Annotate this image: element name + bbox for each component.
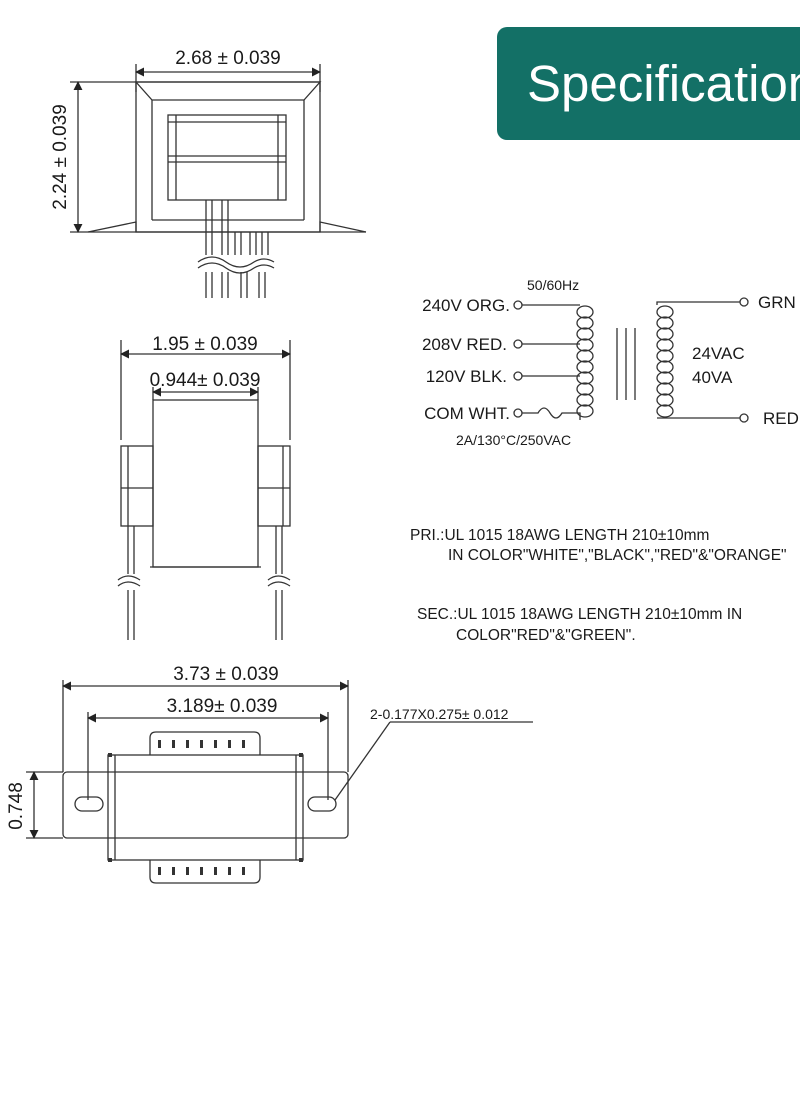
fuse-rating-label: 2A/130°C/250VAC <box>456 432 571 448</box>
banner-title: Specification <box>527 55 800 112</box>
slot-dimension: 2-0.177X0.275± 0.012 <box>370 706 509 722</box>
specification-banner: Specification <box>497 27 800 140</box>
top-height-dimension: 0.748 <box>6 782 27 830</box>
frequency-label: 50/60Hz <box>527 277 579 293</box>
front-view <box>70 64 367 298</box>
top-view <box>26 680 533 884</box>
secondary-note-line2: COLOR"RED"&"GREEN". <box>456 627 636 644</box>
secondary-voltage-label: 24VAC <box>692 344 745 363</box>
wiring-schematic <box>513 297 749 423</box>
secondary-power-label: 40VA <box>692 368 733 387</box>
side-outer-dimension: 1.95 ± 0.039 <box>152 334 258 355</box>
top-view-ticks <box>108 740 303 875</box>
top-overall-dimension: 3.73 ± 0.039 <box>173 664 279 685</box>
secondary-note-line1: SEC.:UL 1015 18AWG LENGTH 210±10mm IN <box>417 606 742 623</box>
tap-120v-label: 120V BLK. <box>426 367 507 386</box>
tap-com-label: COM WHT. <box>424 404 510 423</box>
primary-note-line1: PRI.:UL 1015 18AWG LENGTH 210±10mm <box>410 527 709 544</box>
side-view <box>117 340 291 640</box>
tap-240v-label: 240V ORG. <box>422 296 510 315</box>
top-mount-dimension: 3.189± 0.039 <box>167 696 278 717</box>
tap-208v-label: 208V RED. <box>422 335 507 354</box>
secondary-coil <box>656 305 674 418</box>
primary-note-line2: IN COLOR"WHITE","BLACK","RED"&"ORANGE" <box>448 547 787 564</box>
secondary-red-label: RED <box>763 409 799 428</box>
front-height-dimension: 2.24 ± 0.039 <box>50 104 71 210</box>
side-inner-dimension: 0.944± 0.039 <box>150 370 261 391</box>
front-width-dimension: 2.68 ± 0.039 <box>175 48 281 69</box>
secondary-grn-label: GRN <box>758 293 796 312</box>
primary-coil <box>576 305 594 418</box>
